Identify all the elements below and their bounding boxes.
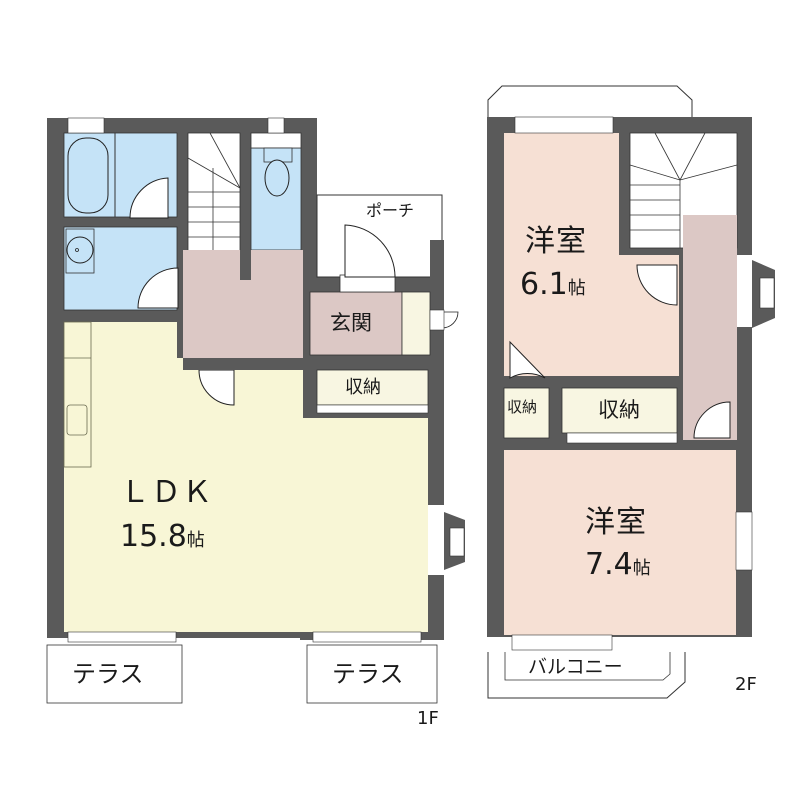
ldk-size-value: 15.8 [120,519,187,554]
storage-small-2f [503,387,550,439]
western-room-2-label: 洋室 [585,505,647,540]
floor-2-label: 2F [735,674,757,695]
bathtub-icon [67,137,109,214]
western-room-2-size-unit: 帖 [632,558,651,579]
kitchen-sink-icon [66,404,88,436]
sink-icon [66,236,94,264]
floor-1-label: 1F [417,708,439,729]
ldk-size: 15.8帖 [120,522,205,552]
terrace-right [306,644,438,704]
western-room-6-1 [504,133,619,376]
kitchen-counter [63,321,92,468]
door-bath [129,177,169,219]
floor-1-plan [46,117,465,704]
toilet-icon [264,159,290,197]
genkan-label: 玄関 [330,311,372,335]
storage-1f-label: 収納 [345,377,381,398]
western-room-1-label: 洋室 [525,224,587,259]
storage-2f [561,387,678,434]
western-room-2-size-value: 7.4 [585,547,633,582]
western-room-1-size-unit: 帖 [567,278,586,299]
balcony-label: バルコニー [528,656,623,678]
terrace-left-label: テラス [72,660,144,688]
door-room-6-1 [636,264,678,306]
entrance-door [344,224,396,278]
door-washroom [137,267,179,309]
storage-2f-label: 収納 [598,398,640,422]
storage-small-2f-label: 収納 [507,398,538,416]
storage-1f [316,369,429,406]
western-room-1-size: 6.1帖 [520,270,586,300]
terrace-right-label: テラス [332,660,404,688]
western-room-7-4 [504,450,736,635]
ldk-size-unit: 帖 [186,530,205,551]
terrace-left [46,644,183,704]
shoe-storage [401,291,431,356]
ldk-label: ＬＤＫ [120,475,213,510]
balcony [487,652,686,699]
western-room-2-size: 7.4帖 [585,550,651,580]
vanity [65,228,95,274]
ldk-room [64,322,428,632]
door-room-7-4 [693,401,731,439]
porch-label: ポーチ [366,201,415,220]
door-ldk [198,369,235,406]
western-room-1-size-value: 6.1 [520,267,568,302]
genkan [309,291,403,356]
floor-2-plan [487,85,775,699]
